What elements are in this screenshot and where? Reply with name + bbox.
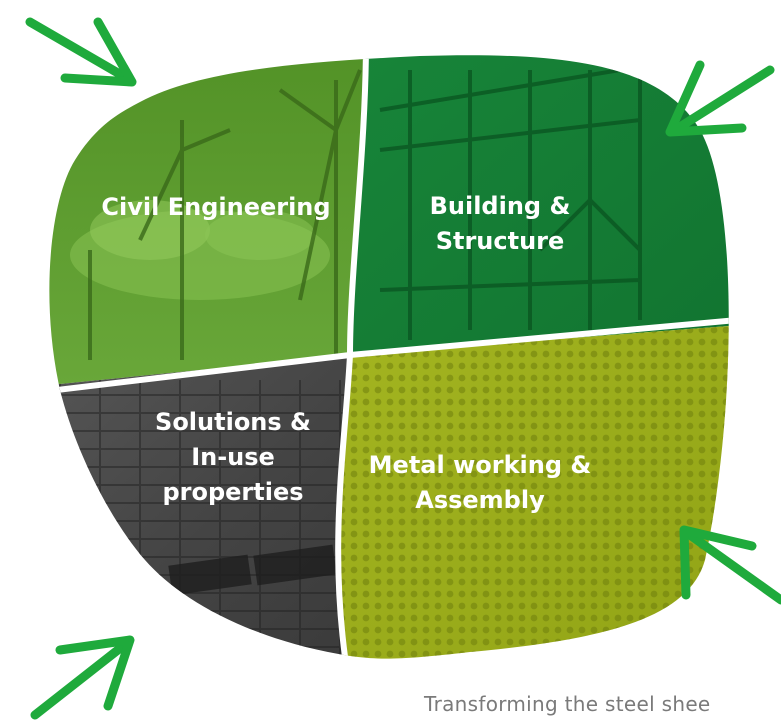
divider-horizontal bbox=[49, 315, 729, 395]
arrow-top-right-icon bbox=[665, 60, 775, 137]
label-metal-working-assembly: Metal working & Assembly bbox=[368, 451, 592, 514]
arrow-bottom-left-icon bbox=[30, 635, 135, 720]
steel-frame-icon bbox=[379, 68, 642, 340]
arrow-top-left-icon bbox=[25, 17, 137, 87]
caption-text: Transforming the steel shee bbox=[424, 692, 711, 716]
label-civil-engineering: Civil Engineering bbox=[101, 193, 331, 221]
wind-turbine-icon bbox=[88, 69, 362, 360]
arrow-bottom-right-icon bbox=[679, 525, 781, 605]
label-building-structure: Building & Structure bbox=[429, 192, 571, 255]
solar-panel-icon bbox=[168, 544, 337, 596]
label-solutions-in-use: Solutions & In-use properties bbox=[155, 408, 311, 506]
